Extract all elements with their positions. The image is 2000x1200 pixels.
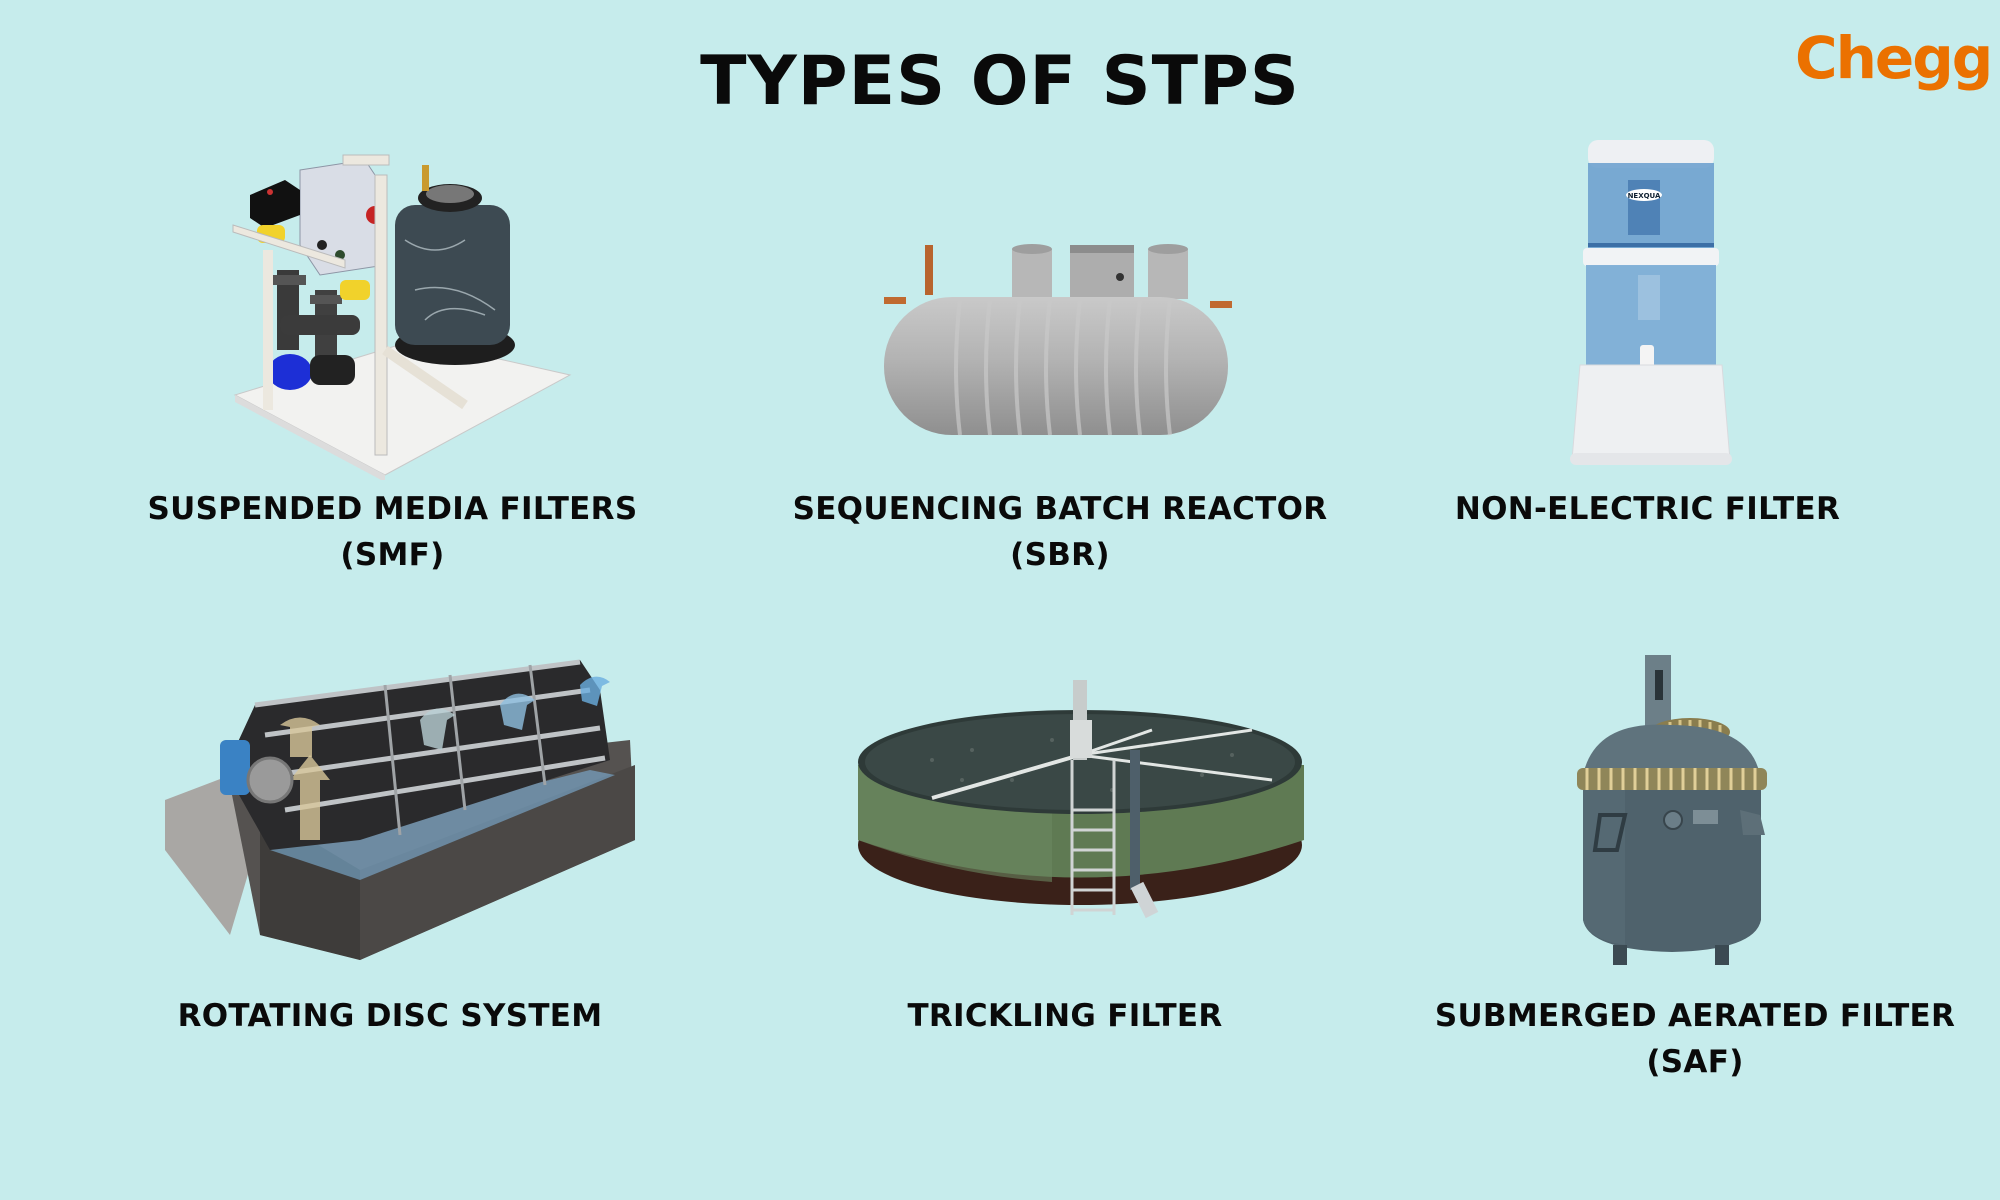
stp-label-trickling: TRICKLING FILTER [820, 993, 1310, 1039]
label-line1: NON-ELECTRIC FILTER [1454, 491, 1841, 527]
purifier-brand-text: NEXQUA [1628, 192, 1661, 200]
label-line1: SEQUENCING BATCH REACTOR [792, 491, 1328, 527]
page-title: TYPES OF STPS [700, 42, 1300, 121]
suspended-media-filter-image [232, 154, 572, 480]
stp-label-smf: SUSPENDED MEDIA FILTERS (SMF) [120, 486, 665, 578]
chegg-logo[interactable]: Chegg [1795, 24, 1993, 92]
trickling-filter-image [858, 680, 1304, 919]
label-line1: TRICKLING FILTER [907, 998, 1223, 1034]
label-line2: (SAF) [1646, 1044, 1744, 1080]
label-line1: ROTATING DISC SYSTEM [177, 998, 603, 1034]
submerged-aerated-filter-image [1577, 655, 1767, 965]
rotating-disc-system-image [165, 659, 635, 960]
label-line2: (SBR) [1010, 537, 1110, 573]
non-electric-filter-image: NEXQUA [1570, 140, 1732, 465]
stp-label-non-electric: NON-ELECTRIC FILTER [1420, 486, 1875, 532]
sequencing-batch-reactor-image [884, 244, 1232, 436]
stp-label-rotating-disc: ROTATING DISC SYSTEM [150, 993, 630, 1039]
label-line1: SUBMERGED AERATED FILTER [1434, 998, 1956, 1034]
stp-label-sbr: SEQUENCING BATCH REACTOR (SBR) [765, 486, 1355, 578]
label-line2: (SMF) [340, 537, 445, 573]
stp-label-saf: SUBMERGED AERATED FILTER (SAF) [1425, 993, 1965, 1085]
label-line1: SUSPENDED MEDIA FILTERS [147, 491, 638, 527]
